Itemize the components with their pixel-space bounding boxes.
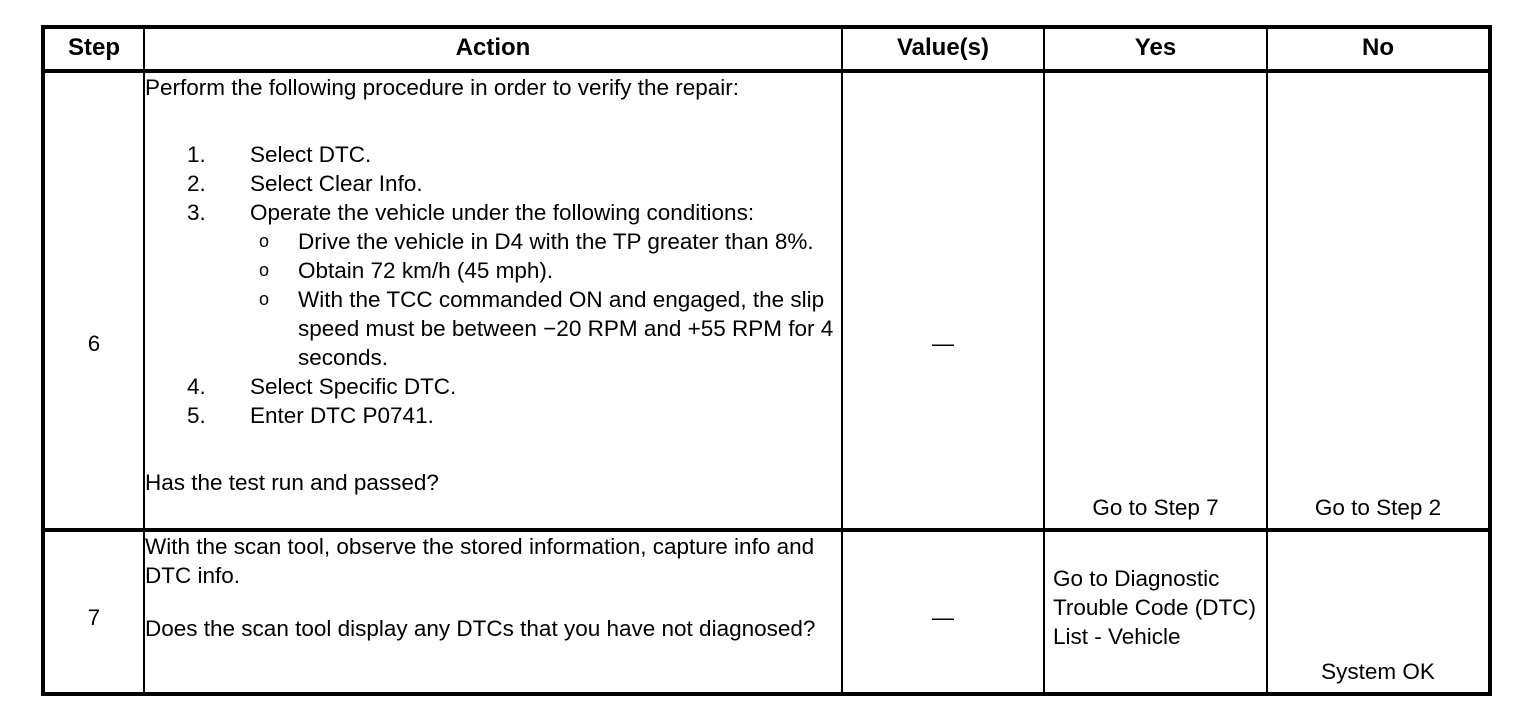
list-item-text: Obtain 72 km/h (45 mph). bbox=[298, 258, 554, 283]
circle-bullet-icon: o bbox=[259, 231, 270, 251]
step-number: 6 bbox=[87, 331, 101, 356]
list-item: 2. Select Clear Info. bbox=[145, 169, 841, 198]
cell-value: — bbox=[841, 529, 1045, 696]
cell-value: — bbox=[841, 70, 1045, 532]
action-question-text: Has the test run and passed? bbox=[145, 470, 439, 495]
list-item-text: Select Specific DTC. bbox=[250, 374, 457, 399]
circle-bullet-icon: o bbox=[259, 260, 270, 280]
header-cell-action: Action bbox=[143, 25, 843, 73]
list-marker: 3. bbox=[187, 200, 206, 225]
list-item: 5. Enter DTC P0741. bbox=[145, 401, 841, 430]
no-answer-text[interactable]: Go to Step 2 bbox=[1314, 495, 1442, 520]
list-item-text: Enter DTC P0741. bbox=[250, 403, 434, 428]
spacer bbox=[145, 430, 841, 468]
header-cell-step: Step bbox=[41, 25, 145, 73]
header-cell-no: No bbox=[1266, 25, 1492, 73]
list-item-text: With the TCC commanded ON and engaged, t… bbox=[298, 287, 834, 370]
list-item-text: Operate the vehicle under the following … bbox=[250, 200, 755, 225]
list-marker: 4. bbox=[187, 374, 206, 399]
value-dash: — bbox=[932, 605, 954, 630]
action-question-text: Does the scan tool display any DTCs that… bbox=[145, 616, 816, 641]
no-answer-text[interactable]: System OK bbox=[1321, 659, 1435, 684]
table-row: 6 Perform the following procedure in ord… bbox=[41, 70, 1492, 532]
procedure-step-list: 1. Select DTC. 2. Select Clear Info. 3. … bbox=[145, 140, 841, 430]
spacer bbox=[145, 102, 841, 140]
procedure-substep-list: o Drive the vehicle in D4 with the TP gr… bbox=[250, 227, 841, 372]
table-header-row: Step Action Value(s) Yes No bbox=[41, 25, 1492, 73]
list-item: 3. Operate the vehicle under the followi… bbox=[145, 198, 841, 372]
circle-bullet-icon: o bbox=[259, 289, 270, 309]
list-item: 4. Select Specific DTC. bbox=[145, 372, 841, 401]
value-dash: — bbox=[932, 331, 954, 356]
step-number: 7 bbox=[87, 605, 101, 630]
table-row: 7 With the scan tool, observe the stored… bbox=[41, 529, 1492, 696]
list-marker: 5. bbox=[187, 403, 206, 428]
list-item: o Drive the vehicle in D4 with the TP gr… bbox=[250, 227, 841, 256]
yes-answer-text[interactable]: Go to Diagnostic Trouble Code (DTC) List… bbox=[1053, 566, 1256, 649]
list-item-text: Select DTC. bbox=[250, 142, 372, 167]
cell-yes: Go to Step 7 bbox=[1043, 70, 1268, 532]
cell-no: Go to Step 2 bbox=[1266, 70, 1492, 532]
spacer bbox=[145, 590, 841, 614]
action-intro-text: With the scan tool, observe the stored i… bbox=[145, 534, 815, 588]
cell-step-number: 6 bbox=[41, 70, 145, 532]
list-item: o With the TCC commanded ON and engaged,… bbox=[250, 285, 841, 372]
header-cell-yes: Yes bbox=[1043, 25, 1268, 73]
cell-yes: Go to Diagnostic Trouble Code (DTC) List… bbox=[1043, 529, 1268, 696]
list-item: o Obtain 72 km/h (45 mph). bbox=[250, 256, 841, 285]
diagnostic-table: Step Action Value(s) Yes No 6 Perform th… bbox=[41, 25, 1492, 696]
cell-step-number: 7 bbox=[41, 529, 145, 696]
cell-no: System OK bbox=[1266, 529, 1492, 696]
header-cell-value: Value(s) bbox=[841, 25, 1045, 73]
list-item-text: Select Clear Info. bbox=[250, 171, 423, 196]
cell-action: With the scan tool, observe the stored i… bbox=[143, 529, 843, 696]
list-marker: 1. bbox=[187, 142, 206, 167]
list-marker: 2. bbox=[187, 171, 206, 196]
cell-action: Perform the following procedure in order… bbox=[143, 70, 843, 532]
action-intro-text: Perform the following procedure in order… bbox=[145, 75, 740, 100]
list-item-text: Drive the vehicle in D4 with the TP grea… bbox=[298, 229, 814, 254]
list-item: 1. Select DTC. bbox=[145, 140, 841, 169]
yes-answer-text[interactable]: Go to Step 7 bbox=[1092, 495, 1219, 520]
